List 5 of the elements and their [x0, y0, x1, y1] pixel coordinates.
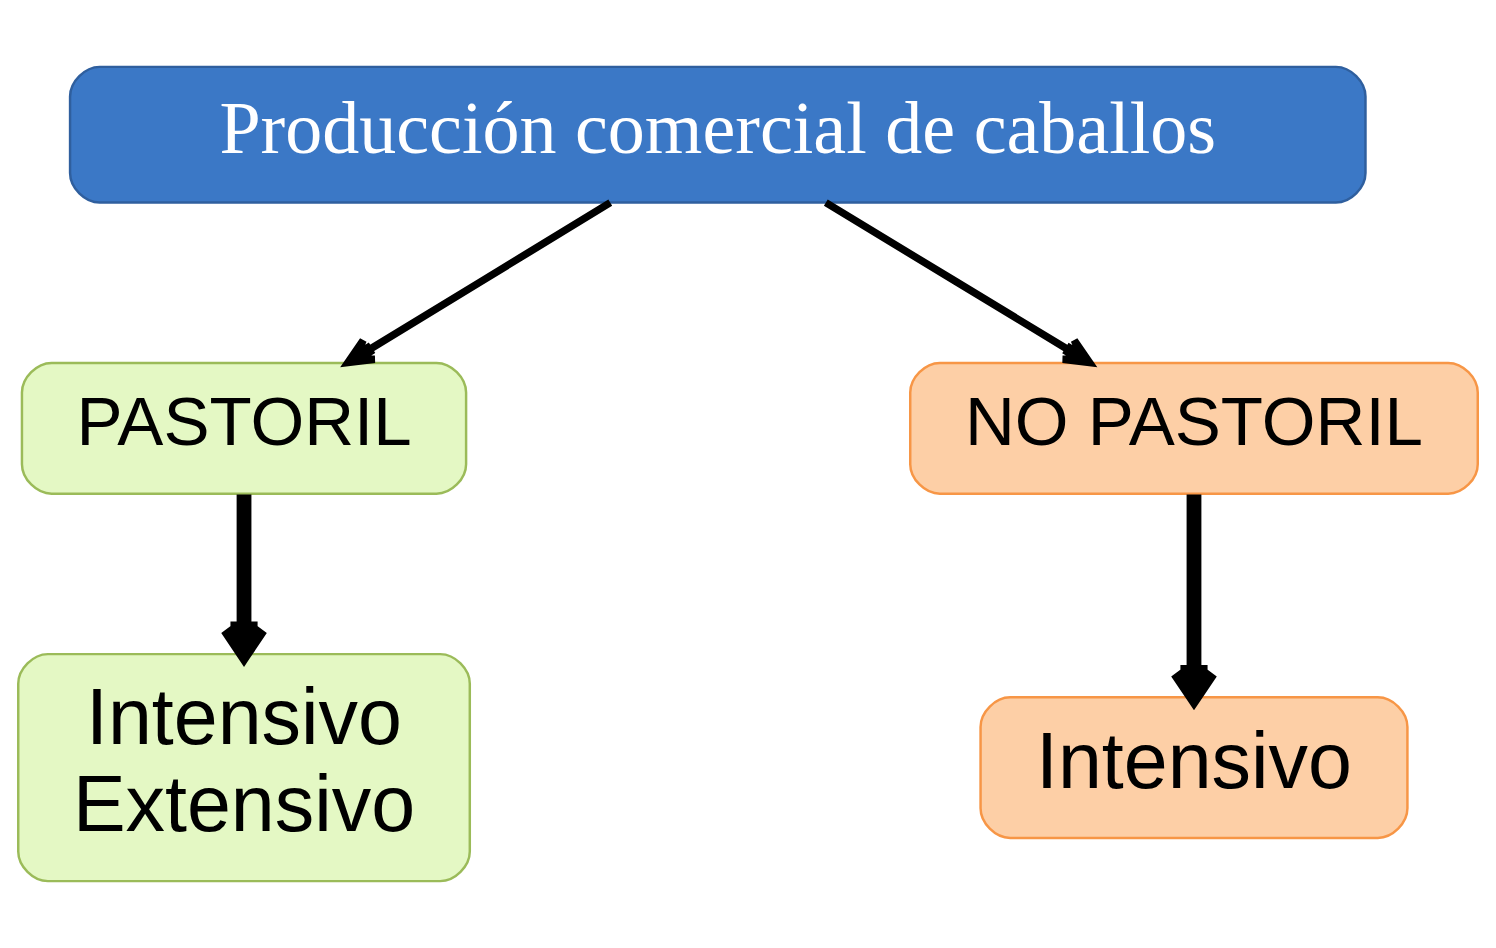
node-box: Intensivo — [979, 696, 1409, 840]
node-box: Producción comercial de caballos — [68, 65, 1367, 204]
node-box: NO PASTORIL — [909, 361, 1479, 495]
node-box: Intensivo Extensivo — [17, 652, 472, 883]
node-box: PASTORIL — [20, 361, 468, 495]
